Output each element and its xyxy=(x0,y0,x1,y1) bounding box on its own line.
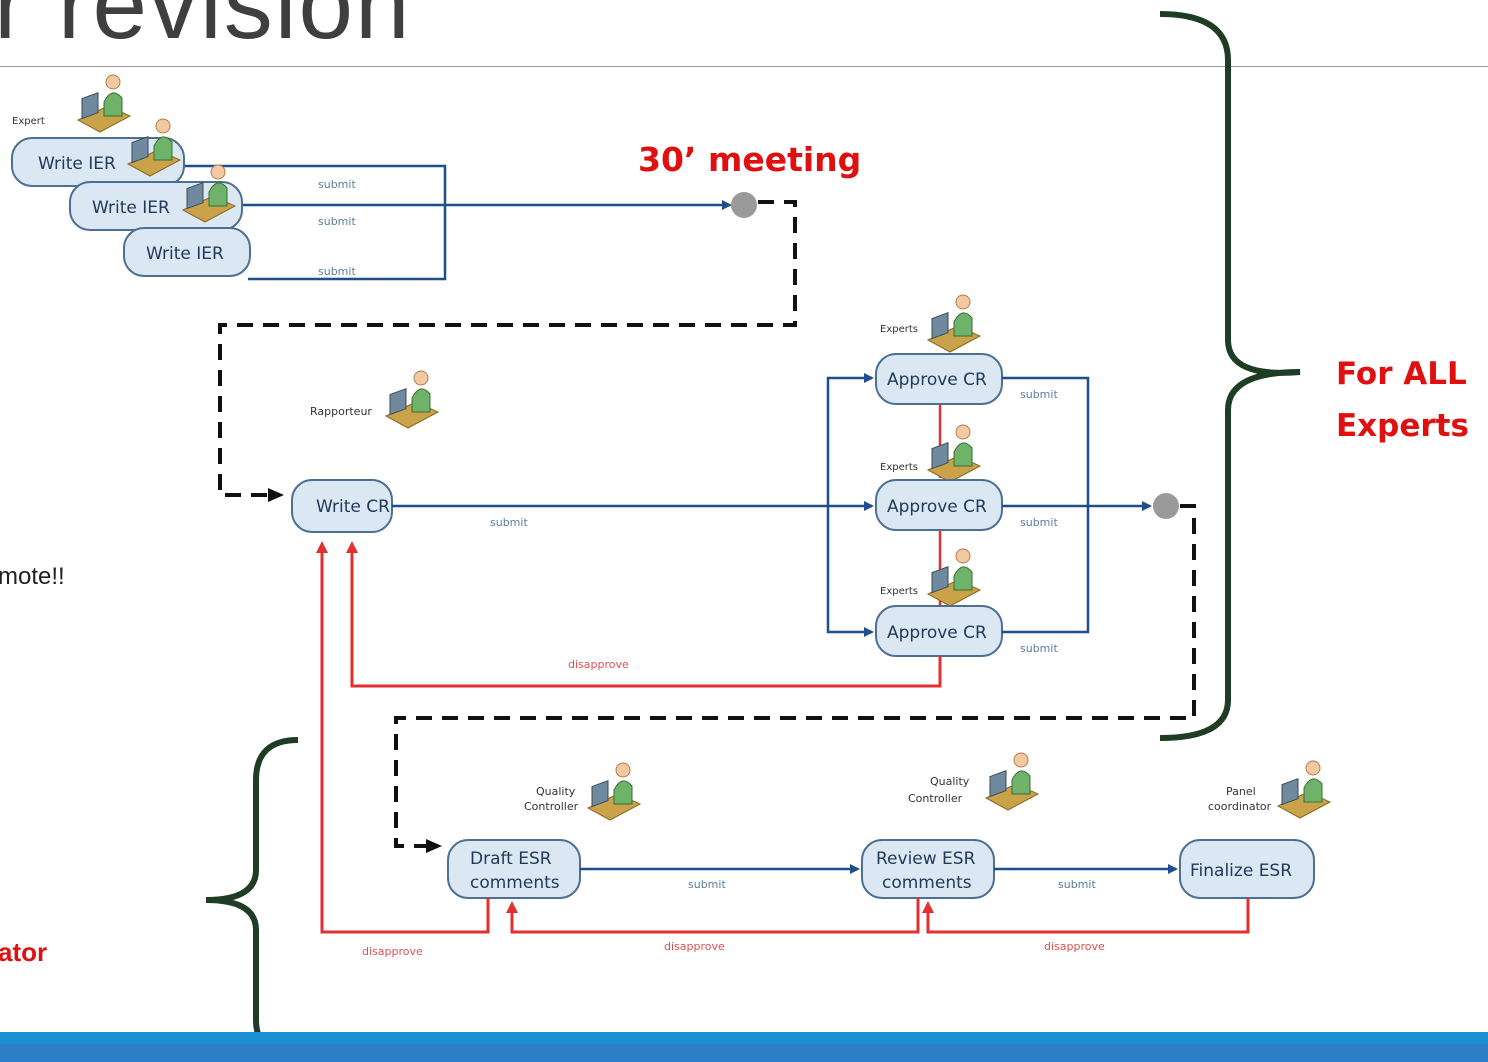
write-ier-box-3 xyxy=(123,227,251,277)
submit-label-2: submit xyxy=(318,215,356,228)
finalize-disapprove-label: disapprove xyxy=(1044,940,1105,953)
approve-cr-label-3: Approve CR xyxy=(887,623,987,643)
for-all-line-1: For ALL xyxy=(1336,356,1467,392)
qc-role-label-2a: Quality xyxy=(930,775,970,788)
submit-label-1: submit xyxy=(318,178,356,191)
experts-person-icon-2 xyxy=(927,424,981,483)
rapporteur-person-icon xyxy=(385,370,439,429)
qc-role-label-1a: Quality xyxy=(536,785,576,798)
qc-person-icon-2 xyxy=(985,752,1039,811)
approval-merge-node xyxy=(1153,493,1179,519)
experts-person-icon-3 xyxy=(927,548,981,607)
pc-role-label-a: Panel xyxy=(1226,785,1256,798)
cr-disapprove-label: disapprove xyxy=(568,658,629,671)
draft-submit-label: submit xyxy=(688,878,726,891)
write-ier-label-2: Write IER xyxy=(92,198,170,218)
approve-submit-label-2: submit xyxy=(1020,516,1058,529)
left-brace xyxy=(205,737,299,1058)
experts-role-label-2: Experts xyxy=(880,462,918,473)
slide-title: r revision xyxy=(0,0,412,59)
draft-esr-label-1: Draft ESR xyxy=(470,849,552,869)
review-esr-label-2: comments xyxy=(882,873,972,893)
qc-role-label-2b: Controller xyxy=(908,792,963,805)
review-disapprove-arrow xyxy=(506,898,920,934)
write-cr-label: Write CR xyxy=(316,497,390,517)
side-note-text: mote!! xyxy=(0,563,65,590)
review-disapprove-label: disapprove xyxy=(664,940,725,953)
right-brace xyxy=(1159,11,1301,741)
for-all-experts-callout: For ALL Experts xyxy=(1336,348,1469,452)
approve-cr-label-1: Approve CR xyxy=(887,370,987,390)
esr-dashed-path xyxy=(394,504,1196,853)
meeting-node xyxy=(731,192,757,218)
qc-role-label-1b: Controller xyxy=(524,800,579,813)
review-submit-label: submit xyxy=(1058,878,1096,891)
write-ier-label-3: Write IER xyxy=(146,244,224,264)
write-cr-group: Rapporteur Write CR xyxy=(291,370,439,533)
esr-group: Quality Controller Draft ESR comments Qu… xyxy=(447,752,1331,899)
experts-role-label-1: Experts xyxy=(880,324,918,335)
experts-role-label-3: Experts xyxy=(880,586,918,597)
pc-role-label-b: coordinator xyxy=(1208,800,1272,813)
branch-to-approve-1 xyxy=(826,373,874,506)
write-ier-group: submit submit submit Write IER Write IER… xyxy=(11,74,732,281)
approve-submit-label-1: submit xyxy=(1020,388,1058,401)
write-ier-label-1: Write IER xyxy=(38,154,116,174)
footer-bar-dark xyxy=(0,1044,1488,1062)
branch-to-approve-3 xyxy=(826,506,874,637)
meeting-dashed-path xyxy=(218,200,797,502)
title-divider xyxy=(0,66,1488,67)
qc-person-icon-1 xyxy=(587,762,641,821)
expert-role-label: Expert xyxy=(12,116,45,127)
finalize-disapprove-arrow xyxy=(922,898,1250,934)
draft-esr-label-2: comments xyxy=(470,873,560,893)
draft-disapprove-arrow xyxy=(316,541,490,934)
side-role-text: ator xyxy=(0,937,48,967)
pc-person-icon xyxy=(1277,760,1331,819)
draft-disapprove-label: disapprove xyxy=(362,945,423,958)
experts-person-icon-1 xyxy=(927,294,981,353)
approve-submit-label-3: submit xyxy=(1020,642,1058,655)
approve-cr-label-2: Approve CR xyxy=(887,497,987,517)
meeting-callout: 30’ meeting xyxy=(638,140,862,179)
submit-label-3: submit xyxy=(318,265,356,278)
for-all-line-2: Experts xyxy=(1336,408,1469,444)
cr-submit-label: submit xyxy=(490,516,528,529)
rapporteur-role-label: Rapporteur xyxy=(310,405,372,418)
cr-disapprove-arrow xyxy=(346,541,942,688)
expert-person-icon xyxy=(77,74,131,133)
review-esr-label-1: Review ESR xyxy=(876,849,976,869)
ier-loop-line xyxy=(180,164,447,281)
approve-cr-group: Experts Approve CR Experts Approve CR Ex… xyxy=(875,294,1003,657)
finalize-esr-label: Finalize ESR xyxy=(1190,861,1292,881)
